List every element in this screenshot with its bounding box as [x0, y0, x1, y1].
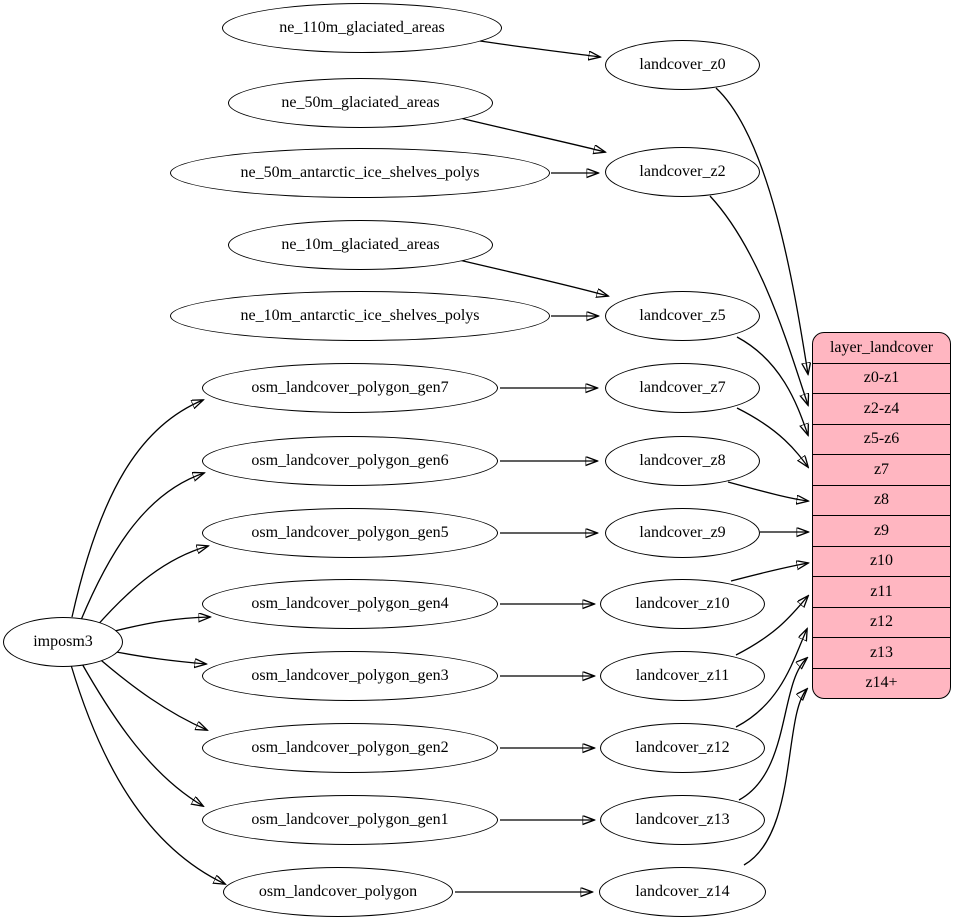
record-row-z7: z7: [813, 454, 950, 485]
edge-landcover_z0-row-z0-z1: [715, 87, 808, 374]
edge-imposm3-osm_landcover_polygon: [70, 664, 225, 884]
node-landcover_z13: landcover_z13: [600, 795, 765, 845]
node-landcover_z9: landcover_z9: [605, 508, 760, 558]
record-row-z5-z6: z5-z6: [813, 423, 950, 455]
edge-landcover_z13-row-z13: [738, 658, 807, 801]
edge-imposm3-osm_landcover_polygon_gen3: [110, 650, 206, 664]
edge-landcover_z12-row-z12: [735, 629, 807, 728]
node-osm_landcover_polygon_gen2: osm_landcover_polygon_gen2: [202, 723, 498, 773]
record-layer_landcover: layer_landcover z0-z1 z2-z4 z5-z6 z7 z8 …: [812, 332, 951, 699]
edge-landcover_z2-row-z2-z4: [709, 195, 808, 405]
node-osm_landcover_polygon_gen5: osm_landcover_polygon_gen5: [202, 508, 498, 558]
edge-ne_50m_glaciated_areas-landcover_z2: [451, 115, 605, 152]
edge-imposm3-osm_landcover_polygon_gen1: [80, 661, 203, 806]
record-row-z11: z11: [813, 576, 950, 607]
node-landcover_z0: landcover_z0: [605, 40, 760, 90]
edge-landcover_z11-row-z11: [735, 596, 808, 656]
record-row-z13: z13: [813, 637, 950, 668]
node-landcover_z8: landcover_z8: [605, 436, 760, 486]
edge-landcover_z14-row-z14plus: [743, 689, 807, 866]
edge-imposm3-osm_landcover_polygon_gen4: [110, 617, 210, 633]
edge-landcover_z10-row-z10: [730, 563, 808, 582]
edge-landcover_z5-row-z5-z6: [736, 336, 808, 435]
node-landcover_z12: landcover_z12: [600, 723, 765, 773]
record-row-z14plus: z14+: [813, 667, 950, 699]
node-osm_landcover_polygon_gen1: osm_landcover_polygon_gen1: [202, 795, 498, 845]
edge-landcover_z7-row-z7: [736, 407, 808, 467]
node-ne_50m_glaciated_areas: ne_50m_glaciated_areas: [228, 78, 493, 128]
node-landcover_z11: landcover_z11: [600, 651, 765, 701]
record-title: layer_landcover: [829, 338, 934, 356]
record-row-z2-z4: z2-z4: [813, 393, 950, 424]
node-ne_10m_glaciated_areas: ne_10m_glaciated_areas: [228, 220, 493, 270]
node-ne_10m_antarctic_ice_shelves_polys: ne_10m_antarctic_ice_shelves_polys: [170, 291, 550, 341]
edge-imposm3-osm_landcover_polygon_gen6: [80, 473, 204, 621]
edge-imposm3-osm_landcover_polygon_gen5: [94, 546, 208, 629]
node-osm_landcover_polygon_gen7: osm_landcover_polygon_gen7: [202, 363, 498, 413]
record-row-z0-z1: z0-z1: [813, 362, 950, 394]
node-landcover_z2: landcover_z2: [605, 147, 760, 197]
record-row-z8: z8: [813, 484, 950, 516]
edge-ne_110m_glaciated_areas-landcover_z0: [479, 40, 600, 57]
node-landcover_z7: landcover_z7: [605, 363, 760, 413]
edge-landcover_z8-row-z8: [727, 481, 808, 501]
node-landcover_z14: landcover_z14: [599, 867, 766, 917]
node-landcover_z5: landcover_z5: [605, 291, 760, 341]
node-osm_landcover_polygon_gen3: osm_landcover_polygon_gen3: [202, 651, 498, 701]
node-imposm3: imposm3: [3, 617, 123, 667]
node-osm_landcover_polygon: osm_landcover_polygon: [223, 867, 453, 917]
node-osm_landcover_polygon_gen6: osm_landcover_polygon_gen6: [202, 436, 498, 486]
record-row-z10: z10: [813, 545, 950, 577]
node-ne_50m_antarctic_ice_shelves_polys: ne_50m_antarctic_ice_shelves_polys: [170, 148, 550, 198]
node-osm_landcover_polygon_gen4: osm_landcover_polygon_gen4: [202, 579, 498, 629]
record-row-z12: z12: [813, 606, 950, 638]
edge-imposm3-osm_landcover_polygon_gen2: [94, 654, 207, 730]
node-ne_110m_glaciated_areas: ne_110m_glaciated_areas: [222, 3, 502, 53]
edge-imposm3-osm_landcover_polygon_gen7: [71, 400, 203, 618]
node-landcover_z10: landcover_z10: [600, 579, 765, 629]
edge-ne_10m_glaciated_areas-landcover_z5: [454, 258, 608, 296]
record-row-z9: z9: [813, 515, 950, 546]
